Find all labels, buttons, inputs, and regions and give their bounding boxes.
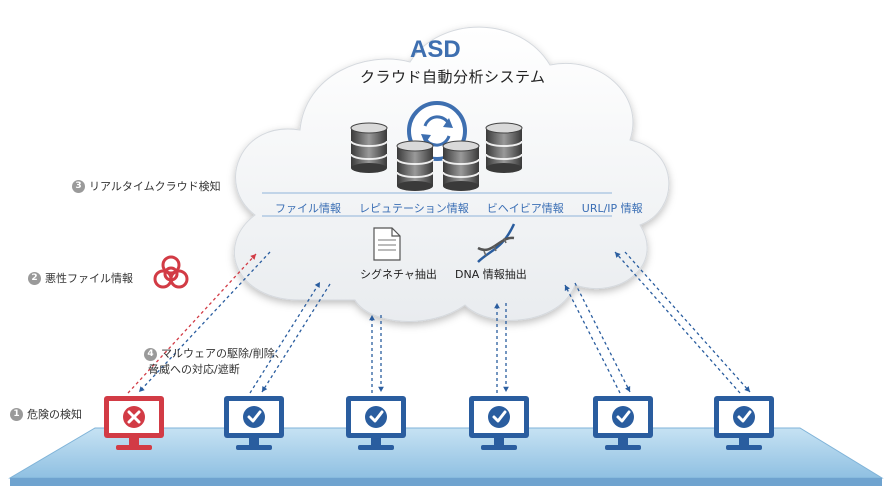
info-source-file: ファイル情報 (275, 202, 341, 215)
download-arrow (378, 315, 384, 392)
step-1-text: 危険の検知 (27, 408, 82, 421)
upload-arrow (614, 251, 741, 394)
step-4-text-line1: マルウェアの駆除/削除、 (161, 347, 286, 360)
dna-icon (477, 223, 516, 263)
info-source-behavior: ビヘイビア情報 (486, 202, 564, 215)
endpoint-safe (593, 396, 653, 450)
step-4-number: 4 (144, 347, 157, 361)
download-arrow (261, 283, 331, 393)
diagram-title: ASD (410, 36, 461, 63)
data-flow-arrows (127, 251, 751, 394)
upload-arrow (564, 284, 621, 394)
check-icon (612, 406, 634, 428)
endpoint-group (104, 396, 774, 450)
network-platform (8, 427, 884, 486)
info-source-reputation: レピュテーション情報 (359, 202, 469, 215)
check-icon (365, 406, 387, 428)
diagram-subtitle: クラウド自動分析システム (360, 68, 546, 86)
endpoint-safe (224, 396, 284, 450)
step-3-number: 3 (72, 179, 85, 193)
document-icon (373, 227, 401, 261)
step-4-label: 4 マルウェアの駆除/削除、 脅威への対応/遮断 (144, 346, 286, 378)
dna-extract-label: DNA 情報抽出 (455, 268, 527, 281)
check-icon (488, 406, 510, 428)
download-arrow (574, 282, 631, 393)
endpoint-threat (104, 396, 164, 450)
endpoint-safe (469, 396, 529, 450)
response-arrow (138, 251, 271, 393)
threat-report-arrow (127, 253, 257, 394)
download-arrow (624, 251, 751, 393)
info-source-url-ip: URL/IP 情報 (581, 202, 643, 215)
database-group (350, 122, 523, 191)
database-icon (485, 122, 523, 173)
upload-arrow (494, 303, 500, 393)
database-icon (350, 122, 388, 173)
upload-arrow (249, 281, 321, 394)
step-1-label: 1 危険の検知 (10, 406, 82, 422)
database-icon (442, 140, 480, 191)
info-source-row: ファイル情報 レピュテーション情報 ビヘイビア情報 URL/IP 情報 (275, 200, 643, 216)
step-1-number: 1 (10, 407, 23, 421)
upload-arrow (369, 315, 375, 393)
endpoint-safe (714, 396, 774, 450)
download-arrow (503, 303, 509, 392)
check-icon (243, 406, 265, 428)
signature-extract-label: シグネチャ抽出 (360, 268, 437, 281)
step-2-number: 2 (28, 271, 41, 285)
check-icon (733, 406, 755, 428)
step-4-text-line2: 脅威への対応/遮断 (148, 363, 240, 376)
biohazard-icon (153, 255, 189, 289)
step-2-label: 2 悪性ファイル情報 (28, 270, 133, 286)
x-mark-icon (123, 406, 145, 428)
endpoint-safe (346, 396, 406, 450)
database-icon (396, 140, 434, 191)
step-3-text: リアルタイムクラウド検知 (89, 180, 221, 193)
step-3-label: 3 リアルタイムクラウド検知 (72, 178, 221, 194)
step-2-text: 悪性ファイル情報 (45, 272, 133, 285)
